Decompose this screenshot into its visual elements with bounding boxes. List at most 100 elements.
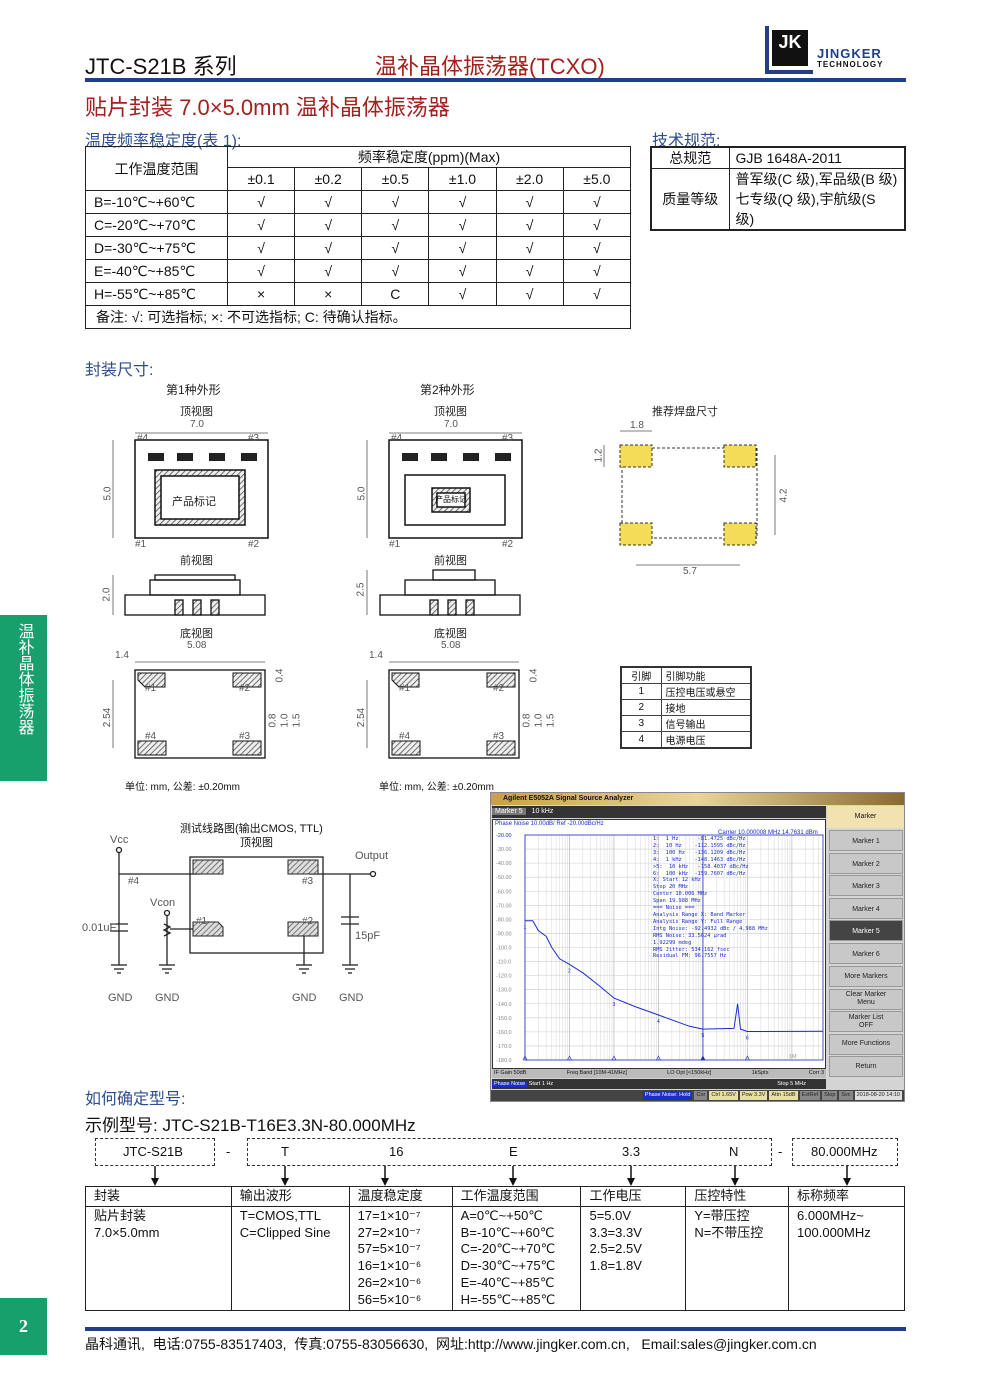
unit-note: 单位: mm, 公差: ±0.20mm: [379, 782, 494, 793]
part-dash: -: [778, 1144, 783, 1159]
arrow-down-icon: [627, 1178, 635, 1186]
page-subtitle: 贴片封装 7.0×5.0mm 温补晶体振荡器: [85, 95, 450, 120]
menu-marker-2[interactable]: Marker 2: [829, 852, 903, 874]
model-option: C=-20℃~+70℃: [460, 1241, 556, 1257]
pin-label: #4: [137, 433, 149, 444]
page-number: 2: [0, 1298, 47, 1355]
tech-value: GJB 1648A-2011: [728, 146, 906, 169]
pin-label: #1: [399, 683, 411, 694]
stability-col-header: ±0.2: [294, 167, 363, 191]
pin-label: #1: [196, 916, 208, 927]
menu-marker-4[interactable]: Marker 4: [829, 897, 903, 919]
menu-item-label: Marker 5: [852, 928, 880, 936]
stop-freq: Stop 5 MHz: [777, 1081, 806, 1087]
model-option: A=0℃~+50℃: [460, 1207, 543, 1223]
menu-item-label: Marker List: [848, 1013, 884, 1021]
marker-number: 5: [701, 1033, 704, 1039]
more-functions-button[interactable]: More Functions: [829, 1033, 903, 1055]
model-option: E=-40℃~+85℃: [460, 1274, 555, 1290]
y-tick-label: -110.0: [496, 960, 511, 966]
marker-value[interactable]: 10 kHz: [531, 808, 554, 815]
model-option: 16=1×10⁻⁶: [357, 1258, 422, 1274]
marker-triangle: [700, 1055, 706, 1061]
part-series: JTC-S21B: [123, 1144, 183, 1159]
tech-label: 质量等级: [650, 168, 730, 231]
model-option: C=Clipped Sine: [239, 1224, 331, 1240]
pin-label: #3: [493, 731, 505, 742]
model-option: 27=2×10⁻⁷: [357, 1224, 421, 1240]
marker-number: 4: [657, 1019, 660, 1025]
model-option: 1.8=1.8V: [589, 1258, 642, 1274]
readout-line: Residual FM: 96.7557 Hz: [653, 953, 727, 960]
part-temp: E: [509, 1144, 518, 1159]
range-header: 工作温度范围: [85, 146, 228, 191]
stability-cell: √: [294, 236, 363, 260]
marker-number: 3: [612, 1002, 615, 1008]
readout-line: X: Start 12 kHz: [653, 877, 701, 884]
code-arrows: [151, 1166, 851, 1186]
dim-label: 0.4: [274, 668, 286, 683]
table-row: C=-20℃~+70℃√√√√√√: [85, 213, 632, 237]
return-button[interactable]: Return: [829, 1056, 903, 1078]
stability-cell: C: [361, 282, 430, 306]
dim-label: 1.8: [630, 420, 644, 431]
part-stability: 16: [389, 1144, 404, 1159]
status-indicator: 2018-08-20 14:10: [854, 1091, 902, 1100]
pin-label: #3: [239, 731, 251, 742]
menu-item-label: Marker 2: [852, 860, 880, 868]
y-tick-label: -150.0: [496, 1016, 512, 1022]
stability-col-header: ±5.0: [562, 167, 632, 191]
package-title: 封装尺寸:: [85, 362, 154, 379]
arrow-down-icon: [151, 1178, 159, 1186]
pad-layout: [603, 430, 776, 566]
pin-number: 2: [620, 699, 662, 716]
part-output: T: [281, 1144, 289, 1159]
pin-label: #1: [135, 539, 147, 550]
menu-marker-6[interactable]: Marker 6: [829, 943, 903, 964]
y-tick-label: -130.0: [496, 988, 512, 994]
marker-triangle: [611, 1055, 617, 1061]
marker-number: 2: [568, 968, 571, 974]
stability-cell: √: [562, 236, 632, 260]
product-title: 温补晶体振荡器(TCXO): [375, 54, 605, 79]
menu-marker-1[interactable]: Marker 1: [829, 830, 903, 851]
pin-label: #1: [145, 683, 157, 694]
range-cell: H=-55℃~+85℃: [85, 282, 228, 306]
model-col-header: 温度稳定度: [348, 1186, 453, 1207]
menu-item-label: More Markers: [844, 972, 888, 980]
stability-table: 工作温度范围频率稳定度(ppm)(Max) ±0.1±0.2±0.5±1.0±2…: [85, 146, 632, 329]
pin-header: 引脚功能: [660, 666, 752, 684]
menu-marker-3[interactable]: Marker 3: [829, 875, 903, 897]
package-outline-2: [388, 439, 523, 539]
pin-label: #2: [302, 916, 314, 927]
header-rule: [85, 78, 906, 82]
model-col-header: 工作电压: [580, 1186, 687, 1207]
menu-marker-5[interactable]: Marker 5: [829, 920, 903, 942]
arrow-down-icon: [843, 1178, 851, 1186]
menu-item-label: Marker 3: [852, 883, 880, 891]
more-markers-button[interactable]: More Markers: [829, 966, 903, 987]
model-option: H=-55℃~+85℃: [460, 1291, 556, 1307]
stability-cell: √: [226, 236, 296, 260]
arrow-down-icon: [281, 1178, 289, 1186]
marker-triangle: [655, 1055, 661, 1061]
model-option: 贴片封装: [94, 1207, 147, 1223]
stability-cell: √: [562, 213, 632, 237]
trace-header: Phase Noise 10.00dB/ Ref -20.00dBc/Hz: [495, 821, 604, 827]
cap1-label: 0.01uF: [82, 922, 117, 934]
dim-label: 0.4: [528, 668, 540, 683]
gnd-label: GND: [108, 992, 133, 1004]
stability-col-header: ±0.5: [361, 167, 430, 191]
y-tick-label: -90.00: [496, 931, 512, 937]
pin-number: 4: [620, 731, 662, 749]
tech-label: 总规范: [650, 146, 730, 169]
